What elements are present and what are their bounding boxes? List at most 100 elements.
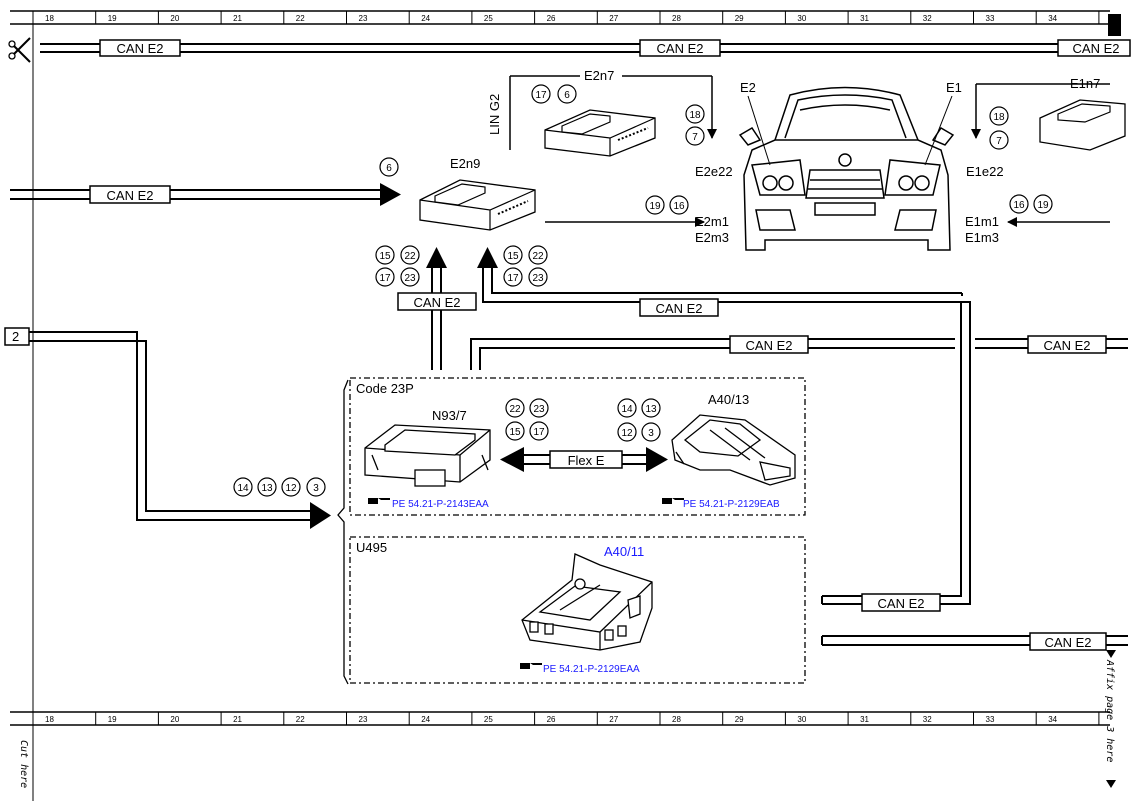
ref-circle: 7 bbox=[996, 136, 1002, 147]
bottom-ruler-cell-label: 25 bbox=[484, 715, 493, 724]
ref-circle: 6 bbox=[564, 90, 570, 101]
can-label-bottom-right: CAN E2 bbox=[1045, 635, 1092, 650]
e2n9-label: E2n9 bbox=[450, 156, 480, 171]
top-ruler-cell-label: 25 bbox=[484, 14, 493, 23]
e1n7-label: E1n7 bbox=[1070, 76, 1100, 91]
ref-circle: 15 bbox=[509, 427, 521, 438]
can-label-loop: CAN E2 bbox=[656, 301, 703, 316]
ref-circle: 3 bbox=[648, 428, 654, 439]
group-brace bbox=[337, 379, 349, 685]
can-label-top-2: CAN E2 bbox=[657, 41, 704, 56]
bottom-ruler-cell-label: 32 bbox=[923, 715, 932, 724]
ref-circle: 13 bbox=[645, 404, 657, 415]
ref-circle: 17 bbox=[535, 90, 547, 101]
bottom-ruler-cell-label: 30 bbox=[797, 715, 806, 724]
ref-circle: 19 bbox=[1037, 200, 1049, 211]
bottom-ruler-cell-label: 24 bbox=[421, 715, 430, 724]
u495-group bbox=[349, 536, 806, 684]
u495-label: U495 bbox=[356, 540, 387, 555]
n93-ref: PE 54.21-P-2143EAA bbox=[392, 499, 489, 510]
bottom-ruler-cell-label: 29 bbox=[735, 715, 744, 724]
e1e22-label: E1e22 bbox=[966, 164, 1004, 179]
can-label-mid: CAN E2 bbox=[746, 338, 793, 353]
ref-circle: 7 bbox=[692, 132, 698, 143]
ref-circle: 18 bbox=[689, 110, 701, 121]
n93-label: N93/7 bbox=[432, 408, 467, 423]
bottom-ruler-cell-label: 18 bbox=[45, 715, 54, 724]
lin-g2-label: LIN G2 bbox=[487, 94, 502, 135]
top-ruler-cell-label: 32 bbox=[923, 14, 932, 23]
can-label-loop-bottom: CAN E2 bbox=[878, 596, 925, 611]
top-ruler-cell-label: 33 bbox=[986, 14, 995, 23]
top-ruler-cell-label: 31 bbox=[860, 14, 869, 23]
e1n7-line bbox=[971, 83, 1110, 139]
bottom-ruler-cell-label: 33 bbox=[986, 715, 995, 724]
top-ruler-cell-label: 20 bbox=[170, 14, 179, 23]
top-ruler-cell-label: 24 bbox=[421, 14, 430, 23]
ref-circle: 17 bbox=[533, 427, 545, 438]
ref-circle: 14 bbox=[237, 483, 249, 494]
corner-mark-icon bbox=[1108, 14, 1121, 36]
top-ruler-cell-label: 22 bbox=[296, 14, 305, 23]
can-bus-left-lower bbox=[28, 331, 331, 529]
e2-label: E2 bbox=[740, 80, 756, 95]
e2m3-label: E2m3 bbox=[695, 230, 729, 245]
bottom-ruler-cell-label: 27 bbox=[609, 715, 618, 724]
bottom-ruler-cell-label: 19 bbox=[108, 715, 117, 724]
top-ruler-cell-label: 29 bbox=[735, 14, 744, 23]
ref-circle: 14 bbox=[621, 404, 633, 415]
arrow-down-icon bbox=[1106, 650, 1116, 658]
ref-circle: 6 bbox=[386, 163, 392, 174]
ref-circle: 22 bbox=[509, 404, 521, 415]
ref-circle: 22 bbox=[532, 251, 544, 262]
lin-g2-line bbox=[509, 75, 717, 150]
e1m3-label: E1m3 bbox=[965, 230, 999, 245]
ref-circle: 19 bbox=[649, 201, 661, 212]
e2n7-label: E2n7 bbox=[584, 68, 614, 83]
scissors-icon bbox=[8, 37, 31, 63]
top-ruler-cell-label: 28 bbox=[672, 14, 681, 23]
arrow-down-icon bbox=[1106, 780, 1116, 788]
e2e22-label: E2e22 bbox=[695, 164, 733, 179]
bottom-ruler-cell-label: 31 bbox=[860, 715, 869, 724]
a4011-ref: PE 54.21-P-2129EAA bbox=[543, 664, 640, 675]
ref-circle: 23 bbox=[404, 273, 416, 284]
top-ruler-cell-label: 27 bbox=[609, 14, 618, 23]
e1-label: E1 bbox=[946, 80, 962, 95]
can-label-vertical: CAN E2 bbox=[414, 295, 461, 310]
bottom-ruler-cell-label: 23 bbox=[359, 715, 368, 724]
top-ruler-cell-label: 23 bbox=[359, 14, 368, 23]
ref-circle: 16 bbox=[673, 201, 685, 212]
n93-module-icon bbox=[364, 424, 491, 487]
a4011-module-icon bbox=[521, 553, 653, 651]
affix-text: Affix page 3 here bbox=[1104, 659, 1115, 762]
a4011-label: A40/11 bbox=[604, 544, 644, 559]
edge-label: 2 bbox=[12, 329, 19, 344]
ref-circle: 18 bbox=[993, 112, 1005, 123]
can-label-mid-right: CAN E2 bbox=[1044, 338, 1091, 353]
bottom-ruler-cell-label: 26 bbox=[547, 715, 556, 724]
ref-circle: 23 bbox=[533, 404, 545, 415]
cut-here-text: Cut here bbox=[18, 740, 29, 788]
e2n7-module-icon bbox=[544, 109, 656, 157]
bottom-ruler-cell-label: 21 bbox=[233, 715, 242, 724]
can-bus-top bbox=[40, 43, 1125, 53]
ref-circle: 13 bbox=[261, 483, 273, 494]
ref-circle: 12 bbox=[621, 428, 633, 439]
e1m1-label: E1m1 bbox=[965, 214, 999, 229]
flex-e-label: Flex E bbox=[568, 453, 605, 468]
top-ruler-cell-label: 19 bbox=[108, 14, 117, 23]
ref-circle: 16 bbox=[1013, 200, 1025, 211]
can-label-top-1: CAN E2 bbox=[117, 41, 164, 56]
e2m1-label: E2m1 bbox=[695, 214, 729, 229]
can-bus-left-e2n9 bbox=[10, 183, 401, 206]
e2n9-module-icon bbox=[419, 179, 536, 231]
ref-circle: 17 bbox=[379, 273, 391, 284]
can-label-top-3: CAN E2 bbox=[1073, 41, 1120, 56]
code-23p-label: Code 23P bbox=[356, 381, 414, 396]
bottom-ruler-cell-label: 22 bbox=[296, 715, 305, 724]
a4013-ref: PE 54.21-P-2129EAB bbox=[683, 499, 780, 510]
can-bus-vertical-left bbox=[426, 247, 447, 370]
